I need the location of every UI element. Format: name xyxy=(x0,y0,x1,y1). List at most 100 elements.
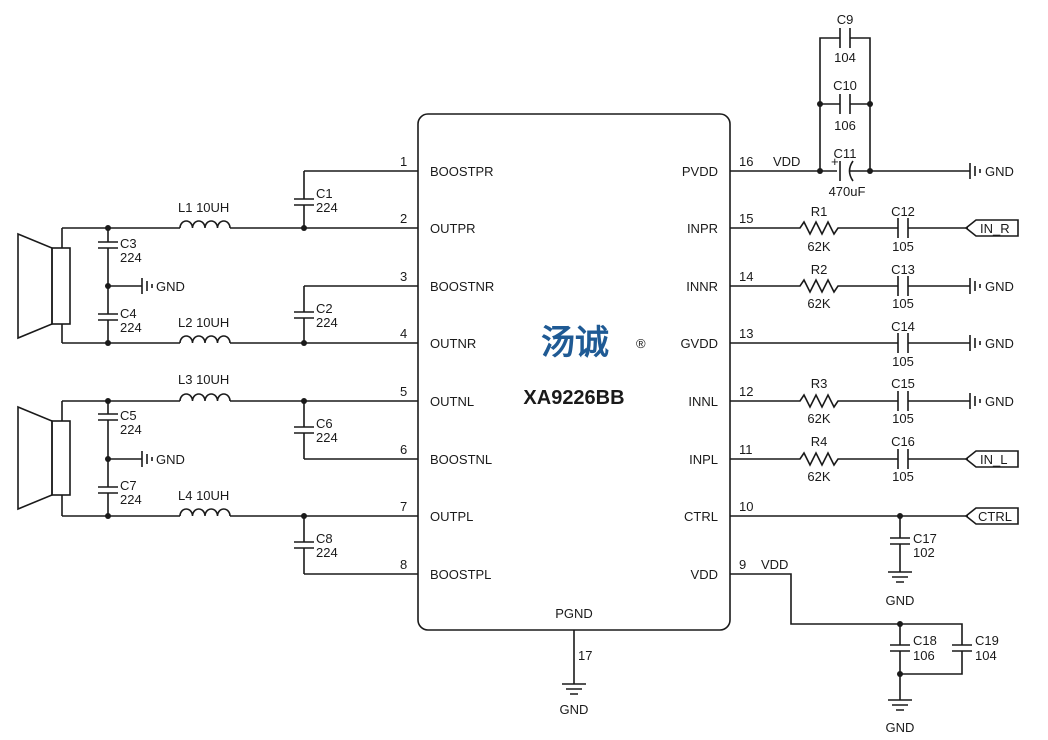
ic-body xyxy=(417,113,731,631)
speaker-left xyxy=(17,401,71,516)
pin-17-number: 17 xyxy=(578,648,592,663)
gnd-symbol: GND xyxy=(969,163,1014,179)
l2-label: L2 10UH xyxy=(178,315,229,330)
c15-ref: C15 xyxy=(891,376,915,391)
pin-5-name: OUTNL xyxy=(430,394,474,409)
gnd-symbol: GND xyxy=(969,335,1014,351)
c2-value: 224 xyxy=(316,315,338,330)
brand-registered-mark: ® xyxy=(636,336,646,351)
capacitor-c2: C2 224 xyxy=(294,286,338,343)
brand-logo: 汤诚 xyxy=(541,323,609,363)
c14-ref: C14 xyxy=(891,319,915,334)
pin-6-number: 6 xyxy=(400,442,407,457)
inductor-l1: L1 10UH xyxy=(178,200,231,229)
c5-value: 224 xyxy=(120,422,142,437)
pin-16-name: PVDD xyxy=(682,164,718,179)
pin-12-circuit: R3 62K C15 105 xyxy=(730,376,970,426)
inductor-l2: L2 10UH xyxy=(178,315,231,344)
c11-ref: C11 xyxy=(834,146,857,161)
capacitor-c5: C5 224 xyxy=(98,401,142,459)
pin-6-name: BOOSTNL xyxy=(430,452,492,467)
pin-1-number: 1 xyxy=(400,154,407,169)
c13-value: 105 xyxy=(892,296,914,311)
pin-7-number: 7 xyxy=(400,499,407,514)
gnd-label: GND xyxy=(985,394,1014,409)
pin-1-name: BOOSTPR xyxy=(430,164,494,179)
c10-value: 106 xyxy=(834,118,856,133)
pin-9-number: 9 xyxy=(739,557,746,572)
r4-value: 62K xyxy=(807,469,830,484)
r1-ref: R1 xyxy=(811,204,828,219)
junction-dot xyxy=(817,168,823,174)
gnd-label: GND xyxy=(985,279,1014,294)
pin-9-circuit: VDD C18 106 C19 104 GND xyxy=(730,557,999,735)
l3-label: L3 10UH xyxy=(178,372,229,387)
junction-dot xyxy=(301,225,307,231)
pin-5-number: 5 xyxy=(400,384,407,399)
c17-ref: C17 xyxy=(913,531,937,546)
pin-11-number: 11 xyxy=(739,442,753,457)
capacitor-c7: C7 224 xyxy=(98,459,142,516)
c15-value: 105 xyxy=(892,411,914,426)
c4-ref: C4 xyxy=(120,306,137,321)
pin-10-name: CTRL xyxy=(684,509,718,524)
r2-value: 62K xyxy=(807,296,830,311)
c9-ref: C9 xyxy=(837,12,854,27)
pin-14-number: 14 xyxy=(739,269,753,284)
gnd-label: GND xyxy=(985,164,1014,179)
l1-label: L1 10UH xyxy=(178,200,229,215)
c5-ref: C5 xyxy=(120,408,137,423)
c7-value: 224 xyxy=(120,492,142,507)
pin-8-name: BOOSTPL xyxy=(430,567,491,582)
gnd-label: GND xyxy=(560,702,589,717)
pin-4-name: OUTNR xyxy=(430,336,476,351)
c11-value: 470uF xyxy=(829,184,866,199)
in-l-label: IN_L xyxy=(980,452,1007,467)
gnd-label: GND xyxy=(886,593,915,608)
pin-15-name: INPR xyxy=(687,221,718,236)
pin-3-name: BOOSTNR xyxy=(430,279,494,294)
junction-dot xyxy=(867,101,873,107)
vdd-net-label: VDD xyxy=(773,154,800,169)
gnd-label: GND xyxy=(985,336,1014,351)
pin-15-number: 15 xyxy=(739,211,753,226)
r1-value: 62K xyxy=(807,239,830,254)
r4-ref: R4 xyxy=(811,434,828,449)
c12-value: 105 xyxy=(892,239,914,254)
capacitor-c8: C8 224 xyxy=(294,516,338,574)
c16-value: 105 xyxy=(892,469,914,484)
capacitor-c3: C3 224 xyxy=(98,228,142,286)
gnd-label: GND xyxy=(156,452,185,467)
c10-ref: C10 xyxy=(833,78,857,93)
pin-10-number: 10 xyxy=(739,499,753,514)
c19-ref: C19 xyxy=(975,633,999,648)
pin-9-name: VDD xyxy=(691,567,718,582)
ctrl-label: CTRL xyxy=(978,509,1012,524)
pin-4-number: 4 xyxy=(400,326,407,341)
c16-ref: C16 xyxy=(891,434,915,449)
gnd-symbol: GND xyxy=(108,278,185,294)
in-r-label: IN_R xyxy=(980,221,1010,236)
c6-value: 224 xyxy=(316,430,338,445)
pin-14-circuit: R2 62K C13 105 xyxy=(730,262,970,311)
pin-12-name: INNL xyxy=(688,394,718,409)
gnd-label: GND xyxy=(886,720,915,735)
r2-ref: R2 xyxy=(811,262,828,277)
junction-dot xyxy=(301,340,307,346)
junction-dot xyxy=(301,398,307,404)
c11-polarity: + xyxy=(831,154,839,169)
c3-value: 224 xyxy=(120,250,142,265)
gnd-label: GND xyxy=(156,279,185,294)
c4-value: 224 xyxy=(120,320,142,335)
capacitor-c4: C4 224 xyxy=(98,286,142,343)
pin-8-number: 8 xyxy=(400,557,407,572)
speaker-right xyxy=(17,228,71,343)
c8-ref: C8 xyxy=(316,531,333,546)
pin-13-circuit: C14 105 xyxy=(730,319,970,369)
c3-ref: C3 xyxy=(120,236,137,251)
pin-13-number: 13 xyxy=(739,326,753,341)
net-port-in-r: IN_R xyxy=(964,219,1019,237)
capacitor-c10: C10 106 xyxy=(833,78,857,133)
pin-11-name: INPL xyxy=(689,452,718,467)
junction-dot xyxy=(301,513,307,519)
